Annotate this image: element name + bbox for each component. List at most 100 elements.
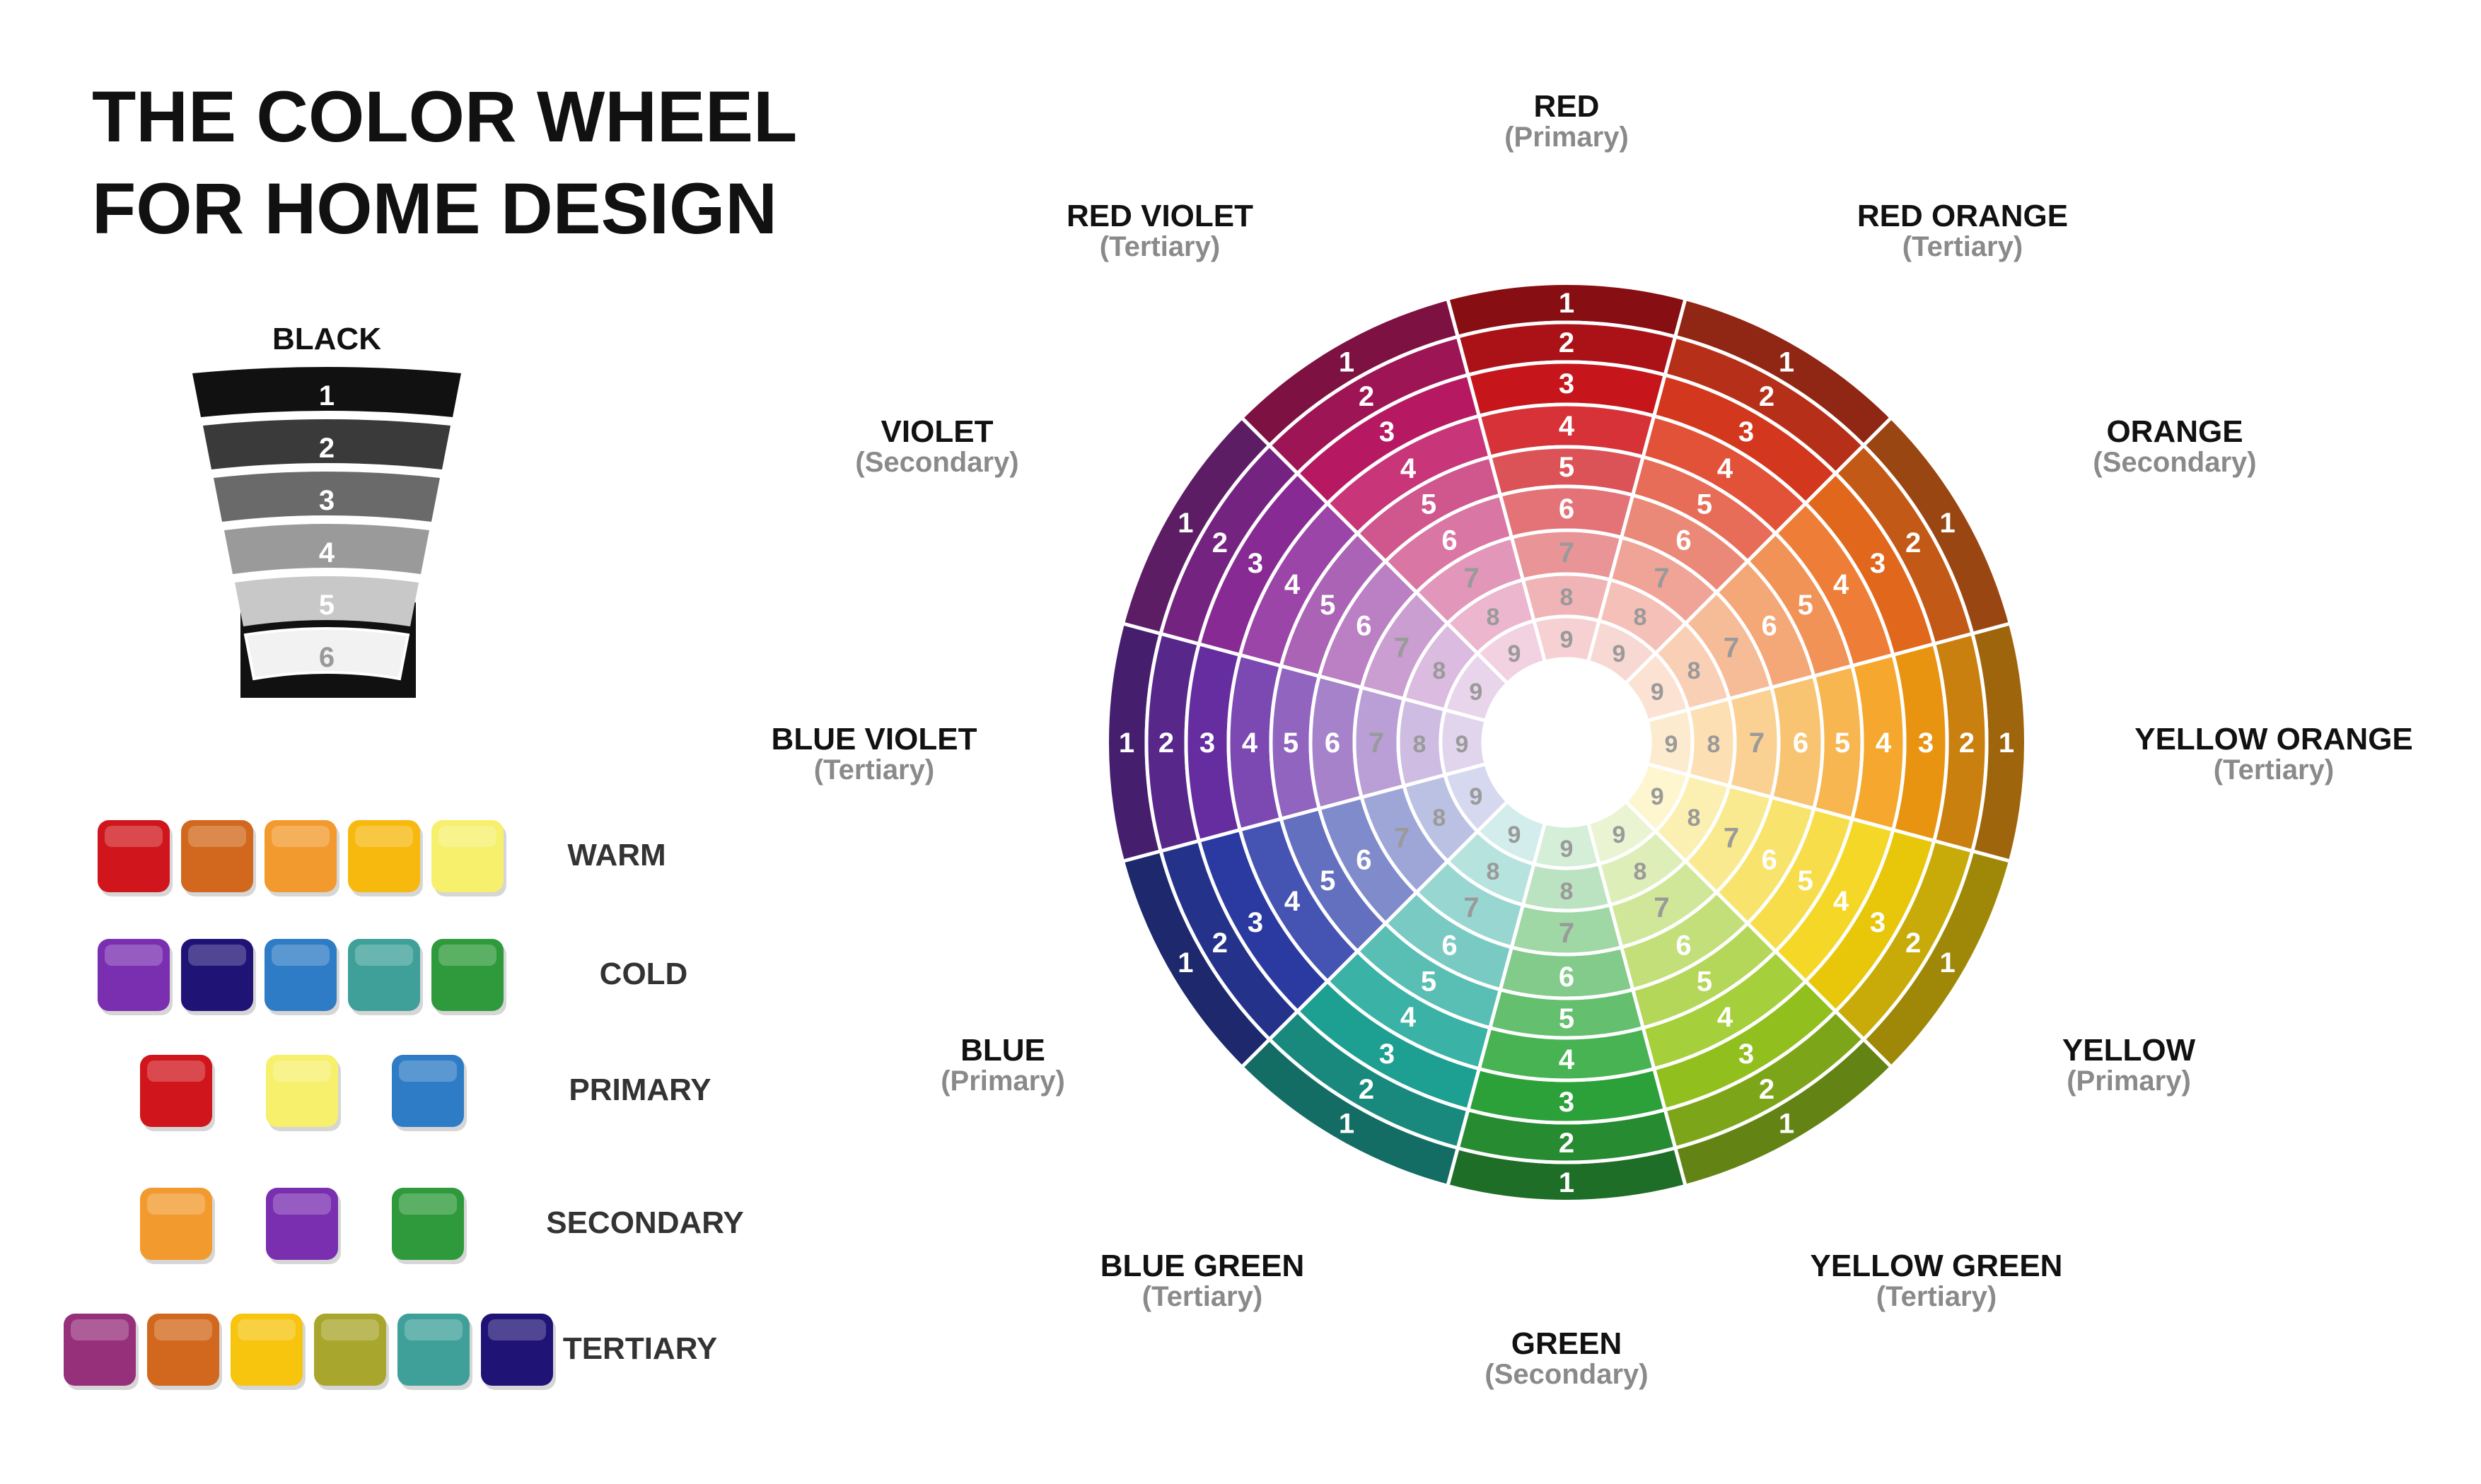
black-scale-label: BLACK xyxy=(272,322,381,356)
color-swatch xyxy=(98,939,170,1011)
wheel-label-name: YELLOW xyxy=(2062,1033,2196,1068)
swatch-gloss xyxy=(355,945,413,966)
wheel-label-name: RED xyxy=(1534,89,1600,124)
wheel-cell-number: 5 xyxy=(1421,489,1436,520)
wheel-cell-number: 7 xyxy=(1749,728,1765,759)
color-wheel: 1234567891234567891234567891234567891234… xyxy=(1100,276,2033,1209)
swatch-gloss xyxy=(154,1319,212,1340)
wheel-cell-number: 1 xyxy=(1339,1109,1354,1140)
wheel-cell-number: 2 xyxy=(1359,381,1374,412)
swatch-gloss xyxy=(238,1319,296,1340)
wheel-label-name: YELLOW ORANGE xyxy=(2134,722,2413,756)
wheel-cell-number: 5 xyxy=(1835,728,1850,759)
wheel-cell-number: 3 xyxy=(1559,368,1574,399)
wheel-cell-number: 9 xyxy=(1560,836,1574,863)
swatch-label: COLD xyxy=(600,957,688,991)
color-swatch xyxy=(266,1055,338,1127)
black-scale-number: 5 xyxy=(319,590,335,621)
color-swatch xyxy=(147,1314,219,1386)
wheel-label-name: RED ORANGE xyxy=(1857,199,2068,233)
wheel-cell-number: 2 xyxy=(1359,1074,1374,1105)
color-swatch xyxy=(98,820,170,892)
wheel-cell-number: 4 xyxy=(1833,569,1849,600)
wheel-cell-number: 4 xyxy=(1717,453,1733,484)
wheel-cell-number: 7 xyxy=(1559,537,1574,568)
swatch-gloss xyxy=(105,826,163,847)
wheel-cell-number: 1 xyxy=(1779,346,1794,378)
wheel-cell-number: 3 xyxy=(1738,1039,1754,1070)
swatch-row-cold: COLD xyxy=(98,939,687,1015)
wheel-cell-number: 4 xyxy=(1717,1002,1733,1033)
wheel-label-class: (Tertiary) xyxy=(1902,231,2023,262)
wheel-label-blue-violet: BLUE VIOLET(Tertiary) xyxy=(772,722,977,785)
title-line-1: THE COLOR WHEEL xyxy=(92,76,797,157)
wheel-label-yellow-orange: YELLOW ORANGE(Tertiary) xyxy=(2134,722,2413,785)
wheel-label-name: BLUE xyxy=(960,1033,1045,1068)
black-scale-step xyxy=(214,472,440,522)
color-swatch xyxy=(181,820,253,892)
wheel-cell-number: 1 xyxy=(1178,508,1193,539)
color-swatch xyxy=(481,1314,553,1386)
wheel-cell-number: 8 xyxy=(1560,584,1574,611)
swatch-gloss xyxy=(399,1193,457,1215)
wheel-cell-number: 7 xyxy=(1394,823,1410,854)
wheel-cell-number: 1 xyxy=(1940,947,1956,978)
color-swatch xyxy=(348,939,420,1011)
wheel-cell-number: 7 xyxy=(1369,728,1384,759)
swatch-label: TERTIARY xyxy=(563,1331,717,1366)
wheel-label-class: (Secondary) xyxy=(855,447,1018,478)
swatch-gloss xyxy=(272,945,330,966)
swatch-label: SECONDARY xyxy=(546,1205,744,1240)
wheel-cell-number: 4 xyxy=(1559,411,1575,442)
wheel-cell-number: 8 xyxy=(1634,858,1647,885)
wheel-cell-number: 2 xyxy=(1559,327,1574,358)
swatch-row-tertiary: TERTIARY xyxy=(64,1314,717,1390)
wheel-cell-number: 2 xyxy=(1759,1074,1774,1105)
swatch-gloss xyxy=(321,1319,379,1340)
wheel-cell-number: 6 xyxy=(1675,930,1691,962)
wheel-cell-number: 2 xyxy=(1759,381,1774,412)
wheel-label-name: ORANGE xyxy=(2106,414,2243,449)
swatch-gloss xyxy=(105,945,163,966)
wheel-cell-number: 6 xyxy=(1441,525,1457,556)
wheel-cell-number: 5 xyxy=(1697,966,1712,998)
wheel-label-class: (Primary) xyxy=(2067,1065,2191,1097)
wheel-label-name: RED VIOLET xyxy=(1067,199,1253,233)
wheel-cell-number: 5 xyxy=(1559,452,1574,483)
wheel-cell-number: 6 xyxy=(1356,611,1371,642)
wheel-center xyxy=(1483,659,1650,826)
wheel-cell-number: 9 xyxy=(1651,679,1664,706)
wheel-label-name: GREEN xyxy=(1511,1326,1622,1361)
wheel-cell-number: 5 xyxy=(1421,966,1436,998)
wheel-cell-number: 8 xyxy=(1413,731,1427,758)
black-scale-step xyxy=(203,419,451,469)
color-swatch xyxy=(140,1055,212,1127)
wheel-cell-number: 7 xyxy=(1654,563,1669,594)
wheel-cell-number: 9 xyxy=(1613,641,1626,667)
wheel-cell-number: 9 xyxy=(1560,626,1574,653)
wheel-cell-number: 6 xyxy=(1441,930,1457,962)
wheel-cell-number: 6 xyxy=(1762,845,1777,876)
wheel-label-red-orange: RED ORANGE(Tertiary) xyxy=(1857,199,2068,262)
wheel-cell-number: 1 xyxy=(1940,508,1956,539)
wheel-cell-number: 1 xyxy=(1559,1167,1574,1198)
swatch-gloss xyxy=(188,945,246,966)
wheel-cell-number: 2 xyxy=(1158,728,1174,759)
swatch-row-warm: WARM xyxy=(98,820,666,896)
wheel-cell-number: 3 xyxy=(1248,907,1263,938)
swatch-gloss xyxy=(273,1061,331,1082)
swatch-gloss xyxy=(147,1061,205,1082)
wheel-cell-number: 8 xyxy=(1432,805,1446,831)
wheel-cell-number: 9 xyxy=(1665,731,1678,758)
wheel-label-class: (Secondary) xyxy=(1484,1359,1648,1390)
wheel-cell-number: 4 xyxy=(1284,886,1301,917)
wheel-cell-number: 5 xyxy=(1559,1003,1574,1034)
swatch-row-secondary: SECONDARY xyxy=(140,1188,744,1264)
color-swatch xyxy=(181,939,253,1011)
wheel-cell-number: 4 xyxy=(1876,728,1892,759)
wheel-label-class: (Tertiary) xyxy=(2214,754,2334,785)
wheel-label-class: (Secondary) xyxy=(2093,447,2256,478)
